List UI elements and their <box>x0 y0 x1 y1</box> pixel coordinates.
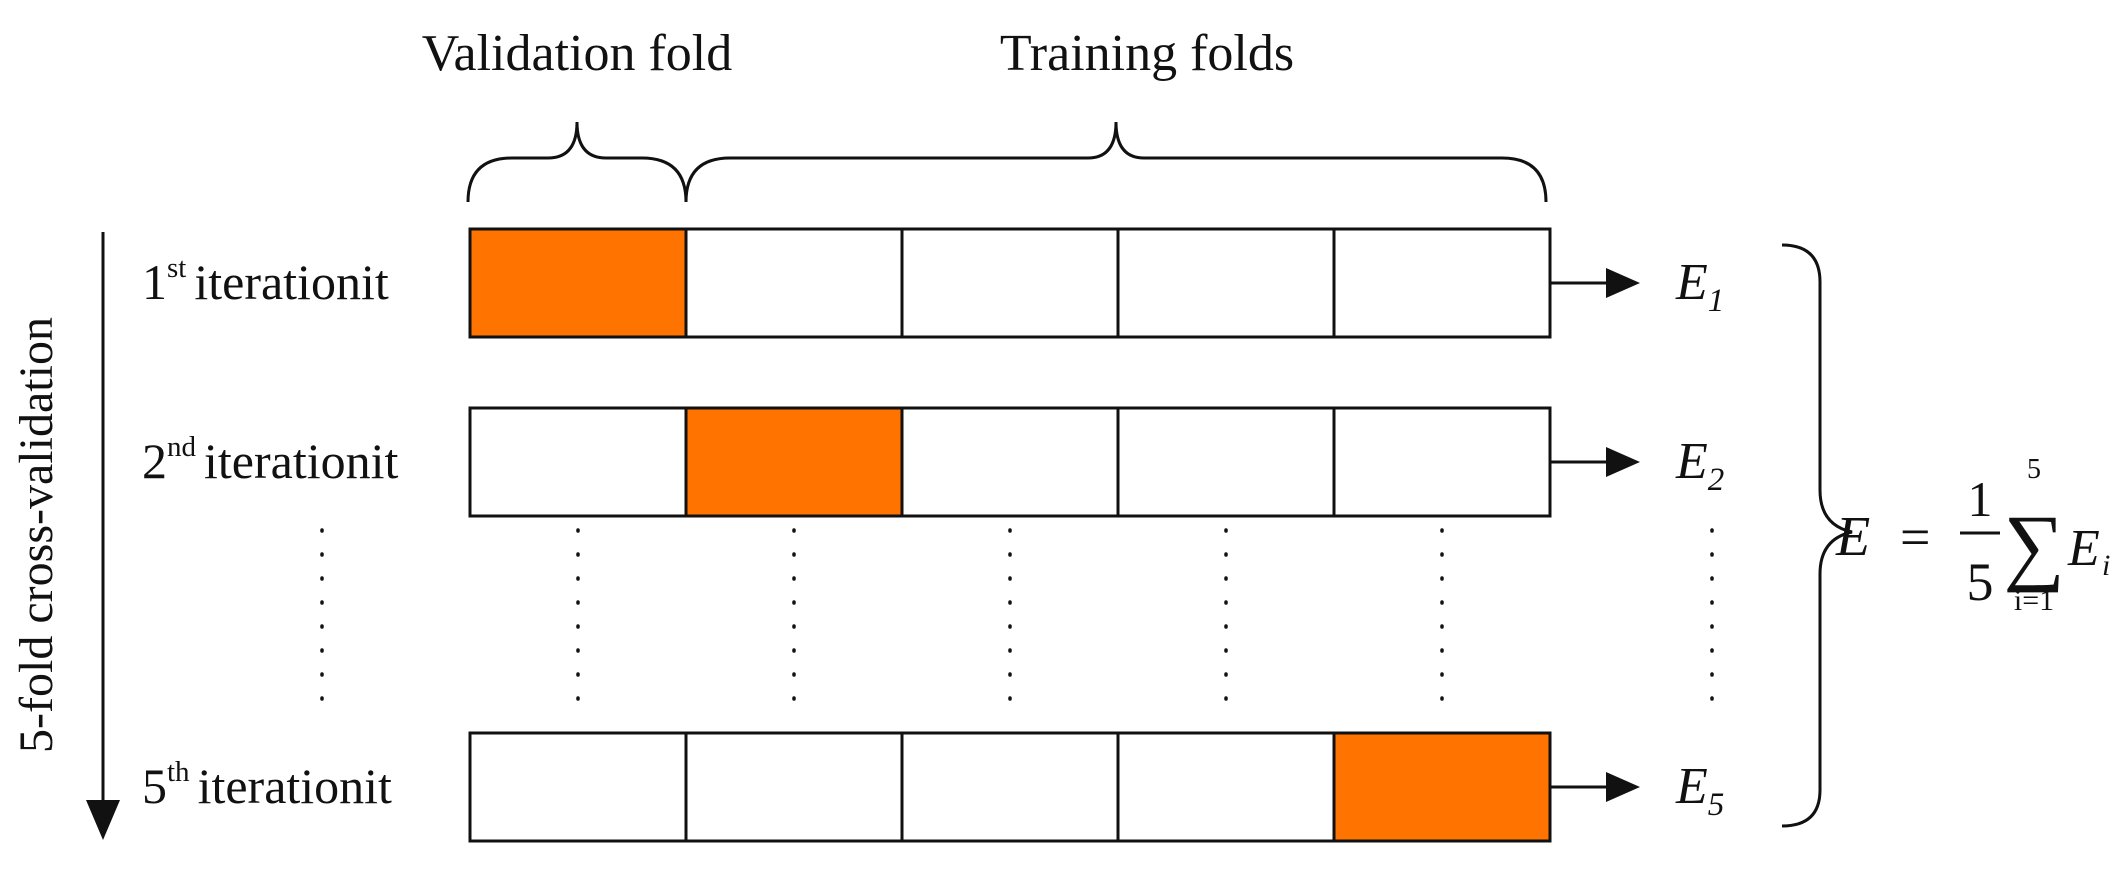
formula-term-subscript: i <box>2102 549 2110 582</box>
iteration-error: E5 <box>1675 758 1724 823</box>
average-error-formula: E = 1 5 5 ∑ i=1 E i <box>1835 454 2110 617</box>
iteration-word: iterationit <box>198 758 392 814</box>
validation-fold-cell <box>1332 731 1552 843</box>
iteration-error-base: E <box>1675 254 1708 311</box>
training-fold-cell <box>468 731 688 843</box>
formula-denominator: 5 <box>1967 552 1994 612</box>
training-fold-cell <box>900 731 1120 843</box>
iteration-word: iterationit <box>194 254 388 310</box>
training-folds-brace <box>684 121 1548 203</box>
iteration-error: E1 <box>1675 254 1724 319</box>
training-fold-cell <box>468 406 688 518</box>
training-fold-cell <box>1332 227 1552 339</box>
formula-lhs: E <box>1835 506 1870 568</box>
validation-fold-cell <box>684 406 904 518</box>
training-fold-cell <box>1116 227 1336 339</box>
iteration-ordinal: 1 <box>142 254 167 310</box>
training-fold-cell <box>684 227 904 339</box>
error-arrowhead <box>1606 772 1640 802</box>
training-folds-label: Training folds <box>1000 25 1294 82</box>
iteration-error-base: E <box>1675 758 1708 815</box>
training-fold-cell <box>900 227 1120 339</box>
formula-sum-upper: 5 <box>2027 454 2041 485</box>
iteration-error-subscript: 1 <box>1708 283 1725 319</box>
formula-term: E <box>2067 520 2100 577</box>
error-arrowhead <box>1606 268 1640 298</box>
ellipsis-dots <box>320 528 1714 718</box>
validation-fold-cell <box>468 227 688 339</box>
training-fold-cell <box>1116 731 1336 843</box>
iteration-error-base: E <box>1675 433 1708 490</box>
iteration-ordinal-suffix: st <box>167 252 186 284</box>
training-fold-cell <box>684 731 904 843</box>
training-fold-cell <box>900 406 1120 518</box>
iteration-ordinal-suffix: nd <box>167 431 197 463</box>
training-fold-cell <box>1332 406 1552 518</box>
errors-brace <box>1781 243 1853 828</box>
iteration-error-subscript: 5 <box>1708 787 1725 823</box>
error-arrowhead <box>1606 447 1640 477</box>
iteration-error: E2 <box>1675 433 1724 498</box>
iteration-word: iterationit <box>204 433 398 489</box>
formula-equals: = <box>1900 507 1930 567</box>
formula-numerator: 1 <box>1968 471 1993 527</box>
validation-fold-label: Validation fold <box>422 25 733 82</box>
summation-sigma: ∑ <box>2003 497 2064 593</box>
training-fold-cell <box>1116 406 1336 518</box>
iteration-error-subscript: 2 <box>1708 462 1725 498</box>
formula-sum-lower: i=1 <box>2014 584 2054 617</box>
iteration-direction-arrowhead <box>86 800 120 840</box>
iteration-ordinal: 5 <box>142 758 167 814</box>
cross-validation-axis-label: 5-fold cross-validation <box>10 317 63 753</box>
iteration-ordinal: 2 <box>142 433 167 489</box>
iteration-ordinal-suffix: th <box>167 756 190 788</box>
validation-fold-brace <box>466 121 688 203</box>
